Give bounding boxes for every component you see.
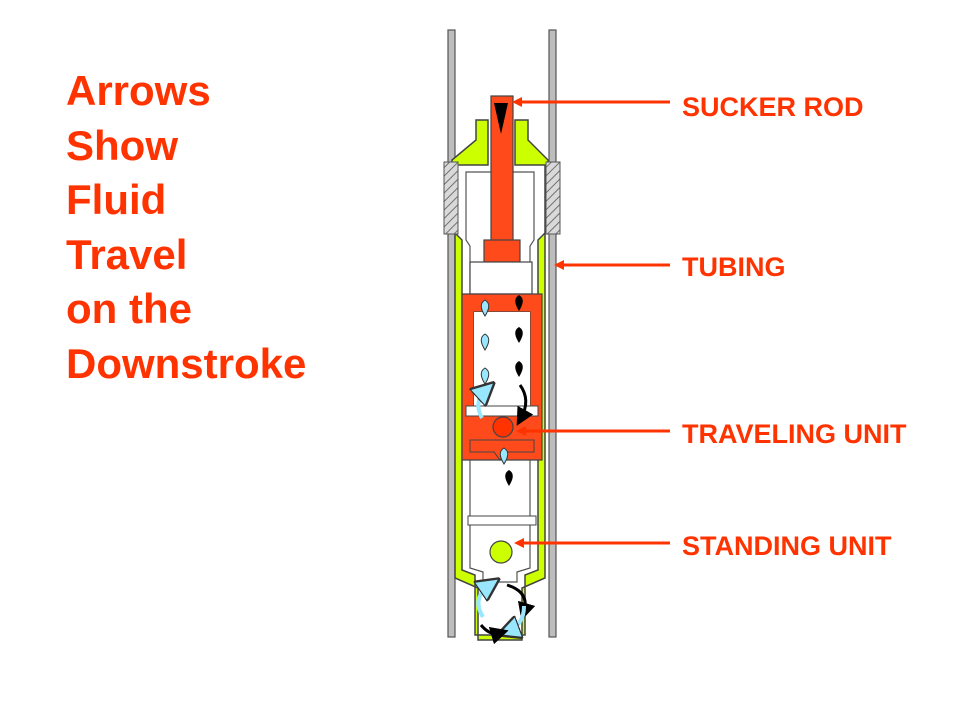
up-flow-drop-icon	[480, 367, 490, 385]
standing-assembly	[467, 515, 537, 564]
standing-seat	[467, 515, 537, 526]
tubing-leader-arrow-icon	[554, 260, 564, 270]
traveling-unit-leader-arrow-icon	[516, 426, 526, 436]
up-flow-drop-icon	[499, 447, 509, 465]
sucker-rod-leader-arrow-icon	[512, 97, 522, 107]
traveling-seat	[465, 405, 539, 417]
title-line-6: Downstroke	[66, 339, 307, 387]
flow-drops	[480, 295, 523, 486]
rod-coupling	[483, 239, 521, 263]
leader-lines	[512, 97, 670, 548]
standing-unit-leader-arrow-icon	[514, 538, 524, 548]
title-line-5: on the	[66, 285, 192, 333]
up-flow-drop-icon	[480, 299, 490, 317]
traveling-unit-label: TRAVELING UNIT	[682, 419, 907, 449]
tubing-left-wall	[447, 29, 456, 638]
standing-ball	[489, 540, 513, 564]
down-flow-drop-icon	[515, 295, 523, 311]
title-line-1: Arrows	[66, 67, 211, 114]
down-flow-drop-icon	[505, 470, 513, 486]
title-line-3: Fluid	[66, 176, 167, 224]
standing-unit-label: STANDING UNIT	[682, 531, 892, 561]
standing-circulation-down-icon-2	[479, 624, 509, 645]
down-flow-drop-icon	[515, 327, 523, 343]
traveling-ball	[492, 416, 514, 438]
title-line-4: Travel	[66, 230, 188, 278]
up-flow-drop-icon	[480, 333, 490, 351]
right-collar	[545, 161, 561, 235]
traveling-circulation-up-icon	[478, 390, 486, 419]
tubing-label: TUBING	[682, 252, 786, 282]
tubing-right-wall	[548, 29, 557, 638]
diagram-title: Arrows Show Fluid Travel on the Downstro…	[66, 64, 306, 392]
title-line-2: Show	[66, 121, 178, 169]
left-collar	[443, 161, 459, 235]
sucker-rod-label: SUCKER ROD	[682, 92, 864, 122]
down-flow-drop-icon	[515, 361, 523, 377]
standing-circulation-up-icon-2	[508, 605, 526, 631]
circulation-arrows	[478, 384, 536, 645]
plunger-top	[469, 261, 533, 295]
traveling-circulation-down-icon	[516, 384, 534, 426]
rod-arrow-icon	[494, 103, 508, 134]
standing-circulation-up-icon	[478, 585, 490, 619]
